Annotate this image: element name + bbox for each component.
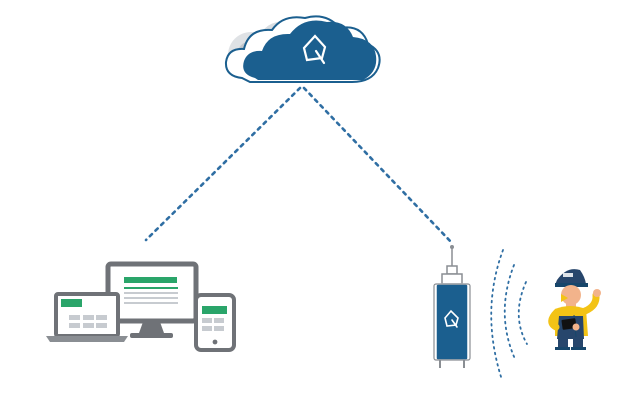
laptop-icon xyxy=(46,292,128,342)
cloud-device-unit-connection xyxy=(302,86,454,245)
logo-icon xyxy=(302,34,327,65)
device-unit-icon xyxy=(433,245,471,368)
wireless-signal-icon xyxy=(490,249,528,381)
monitor-icon xyxy=(105,261,199,338)
devices-icon xyxy=(46,261,236,352)
cloud-icon xyxy=(224,15,381,83)
cloud-devices-connection xyxy=(144,86,302,242)
technician-icon xyxy=(548,269,601,350)
connections xyxy=(144,86,454,245)
tablet-icon xyxy=(194,293,236,352)
unit-logo-icon xyxy=(444,309,459,328)
